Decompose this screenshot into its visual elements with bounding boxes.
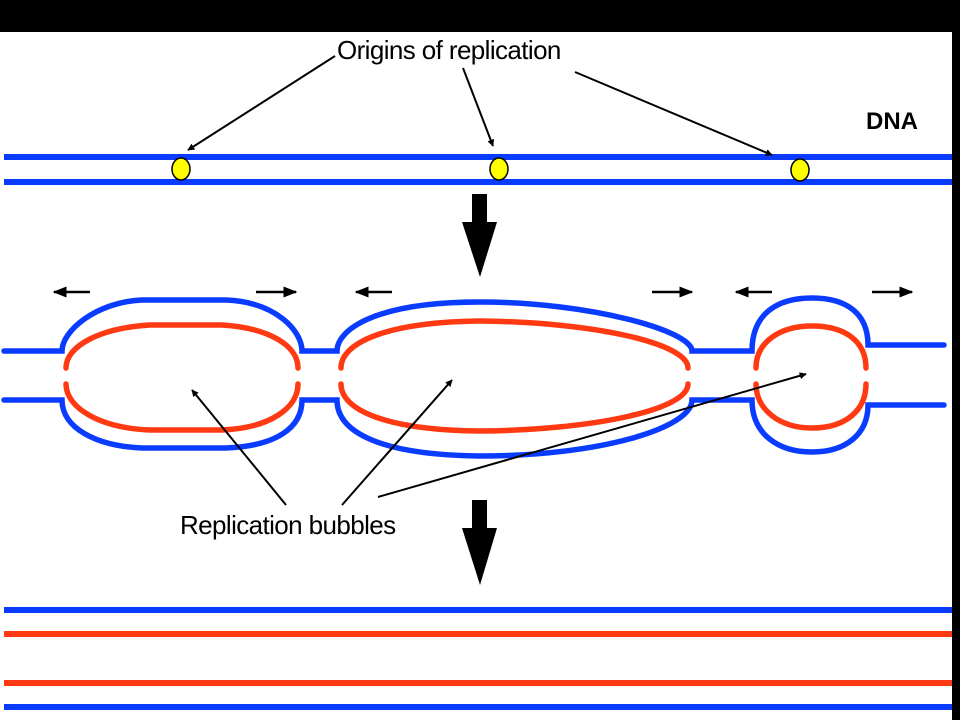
origin-marker: [489, 157, 509, 181]
bubble-new-strands: [63, 318, 869, 434]
origin-pointer: [574, 71, 773, 156]
dna-label: DNA: [866, 108, 918, 135]
new-strand-bottom: [338, 381, 691, 434]
origins-of-replication: [171, 157, 810, 182]
bubble-pointer: [191, 389, 287, 506]
bubble-parent-strands: [1, 295, 947, 459]
down-arrow-icon: [462, 222, 497, 277]
new-strand-top: [63, 322, 301, 371]
origin-pointer: [462, 67, 495, 147]
origins-label: Origins of replication: [337, 35, 561, 65]
replication-bubbles-label: Replication bubbles: [180, 510, 396, 540]
new-strand-top: [753, 323, 869, 371]
down-arrow-icon: [462, 528, 497, 585]
origin-marker: [171, 157, 191, 181]
origin-pointer: [187, 55, 336, 151]
step-arrow-1: [462, 194, 497, 277]
down-arrow-icon: [472, 194, 487, 224]
bubble-pointers: [191, 372, 807, 506]
parent-strand-bottom: [1, 397, 947, 459]
new-strand-bottom: [63, 381, 301, 433]
daughter-dna: [4, 607, 952, 710]
white-panel: [0, 32, 952, 720]
parent-strand-top: [1, 295, 947, 354]
new-strand-top: [338, 318, 691, 371]
bubble-pointer: [341, 379, 453, 506]
new-strand-bottom: [753, 381, 869, 431]
origin-pointers: [187, 55, 773, 156]
origin-marker: [790, 158, 810, 182]
parental-dna: [4, 154, 952, 185]
bubble-pointer: [377, 372, 807, 498]
down-arrow-icon: [472, 500, 487, 530]
step-arrow-2: [462, 500, 497, 585]
